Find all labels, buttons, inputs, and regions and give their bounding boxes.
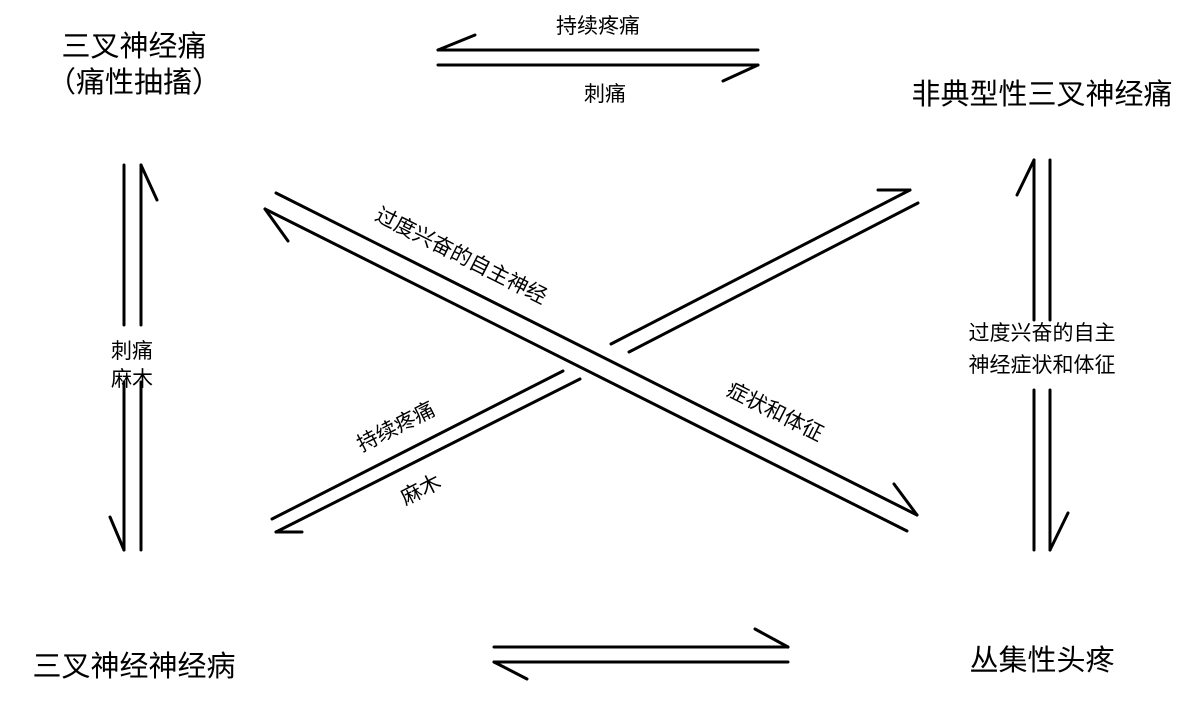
edge-label-diagonal-down-2: 症状和体征	[723, 377, 828, 446]
edge-label-left-2: 麻木	[111, 367, 153, 391]
arrow-bottom-left	[492, 660, 790, 681]
edge-label-top-upper: 持续疼痛	[556, 14, 640, 38]
node-atypical-trigeminal-neuralgia: 非典型性三叉神经痛	[911, 77, 1172, 111]
edge-label-left-1: 刺痛	[111, 339, 153, 363]
arrow-diagonal-down-left	[274, 201, 920, 534]
edge-label-top-lower: 刺痛	[584, 82, 626, 106]
edge-label-diagonal-up-1: 持续疼痛	[353, 397, 439, 457]
arrow-diagonal-up-right	[270, 188, 912, 521]
arrow-bottom-right	[492, 627, 790, 649]
edge-label-diagonal-up-2: 麻木	[397, 470, 445, 510]
edge-label-right-1: 过度兴奋的自主	[969, 321, 1116, 345]
arrow-left-down	[108, 163, 126, 552]
node-trigeminal-neuropathy: 三叉神经神经病	[32, 649, 235, 683]
node-trigeminal-neuralgia-subtitle: （痛性抽搐）	[47, 65, 221, 99]
arrow-top-right	[436, 63, 760, 83]
node-trigeminal-neuralgia: 三叉神经痛	[61, 29, 206, 63]
edge-label-right-2: 神经症状和体征	[969, 353, 1116, 377]
arrow-diagonal-up-left	[263, 207, 909, 533]
arrow-right-up	[1015, 158, 1036, 552]
arrow-left-up	[139, 163, 159, 552]
node-cluster-headache: 丛集性头疼	[969, 643, 1114, 677]
arrow-top-left	[436, 33, 760, 52]
arrow-diagonal-down-right	[274, 191, 919, 517]
arrow-right-down	[1048, 158, 1070, 552]
